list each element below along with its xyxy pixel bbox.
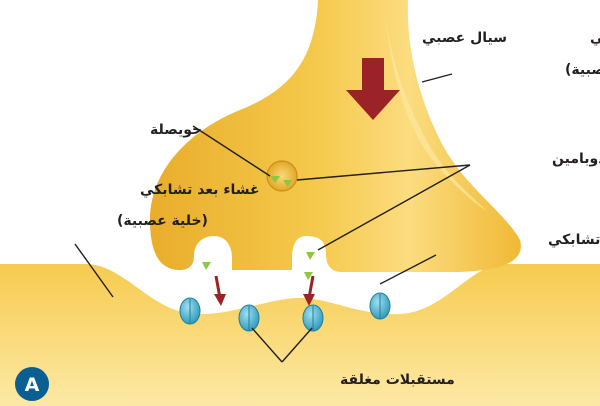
closed-receptors-label: مستقبلات مغلقة [340,372,455,388]
presynaptic-membrane-label: غشاء قبل تشابكي [590,30,600,46]
dopamine-molecule [306,252,315,260]
figure-badge-letter: A [25,374,40,396]
vesicle-label: حويصلة [150,122,202,138]
receptor [370,293,390,319]
nerve-impulse-label: سيال عصبي [422,30,507,46]
postsynaptic-membrane [0,264,600,406]
figure-badge: A [15,367,49,401]
release-arrow [214,276,226,306]
receptor [239,305,259,331]
postsynaptic-membrane-label: غشاء بعد تشابكي [140,182,260,198]
postsynaptic-membrane-sublabel: (خلية عصبية) [117,213,208,229]
presynaptic-membrane-sublabel: (خلية عصبية) [565,62,600,78]
dopamine-molecule [202,262,211,270]
synaptic-cleft-label: شق تشابكي [548,232,600,248]
dopamine-label: الدوبامين [552,151,600,167]
receptor [180,298,200,324]
receptor [303,305,323,331]
